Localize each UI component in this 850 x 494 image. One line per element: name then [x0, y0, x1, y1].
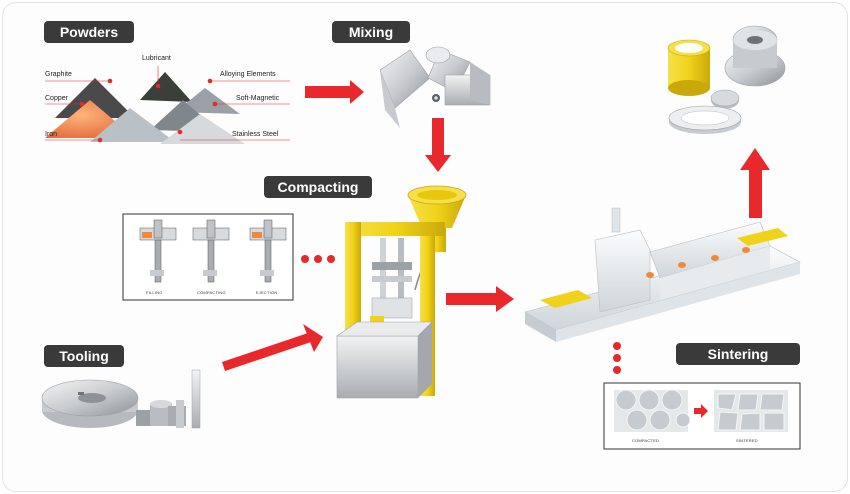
stainless-pile: [160, 114, 245, 144]
arrow-sintering-to-products: [740, 148, 770, 218]
powder-markers: [79, 78, 218, 143]
stage-label-mixing: Mixing: [332, 21, 410, 43]
sintering-state-after: SINTERED: [736, 438, 758, 443]
label-stainless-steel: Stainless Steel: [232, 131, 279, 138]
compacting-steps-box: [122, 213, 294, 301]
arrow-powders-to-mixing: [305, 80, 364, 104]
mixer-machine: [379, 46, 491, 128]
finished-parts: [667, 25, 786, 134]
sintering-comparison-box: [603, 382, 801, 450]
label-lubricant: Lubricant: [142, 55, 171, 62]
label-alloying-elements: Alloying Elements: [220, 71, 276, 78]
arrow-mixing-to-compacting: [425, 118, 451, 172]
connector-dots-compacting: [301, 255, 335, 263]
powder-leader-lines: [45, 66, 290, 141]
graphite-pile: [55, 78, 135, 118]
compacting-step-label: EJECTION: [256, 290, 278, 295]
powder-piles: [45, 72, 245, 144]
connector-dots-sintering: [613, 342, 621, 374]
stage-label-powders: Powders: [44, 21, 134, 43]
compacting-press: [336, 185, 467, 399]
iron-pile: [90, 108, 175, 142]
compacting-step-label: COMPACTING: [197, 290, 226, 295]
label-iron: Iron: [45, 131, 58, 138]
lubricant-pile: [140, 72, 192, 102]
stage-label-compacting: Compacting: [264, 176, 372, 198]
tooling-parts: [41, 369, 201, 429]
label-graphite: Graphite: [45, 71, 72, 78]
stage-label-sintering: Sintering: [676, 343, 800, 365]
label-soft-magnetic: Soft-Magnetic: [236, 95, 280, 102]
compacting-step-label: FILLING: [146, 290, 163, 295]
sintering-furnace: [524, 207, 801, 342]
arrow-compacting-to-sintering: [446, 286, 514, 312]
label-copper: Copper: [45, 95, 68, 102]
stage-label-tooling: Tooling: [44, 345, 124, 367]
arrow-tooling-to-compacting: [222, 324, 323, 371]
sintering-state-before: COMPACTED: [632, 438, 660, 443]
